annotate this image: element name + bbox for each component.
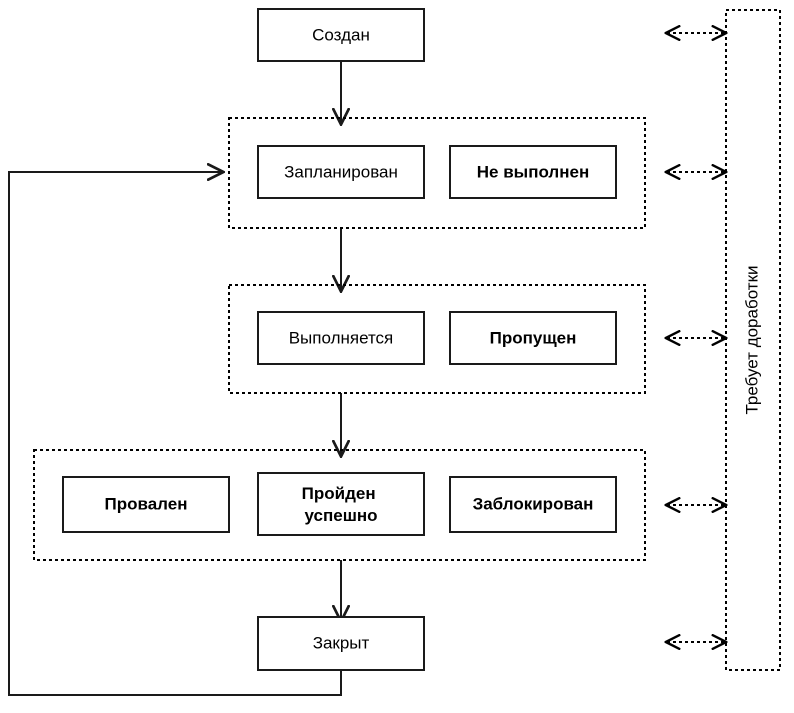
state-label-not-executed: Не выполнен	[477, 162, 589, 181]
group-box-planned	[228, 117, 646, 229]
group-box-result	[33, 449, 646, 561]
state-box-planned[interactable]	[257, 145, 425, 199]
state-label-blocked: Заблокирован	[473, 494, 594, 513]
state-label-passed-line2: успешно	[304, 506, 377, 525]
state-label-passed: Пройден успешно	[302, 484, 381, 525]
side-panel-label: Требует доработки	[742, 265, 761, 414]
state-label-created: Создан	[312, 25, 370, 44]
state-label-closed: Закрыт	[313, 633, 370, 652]
group-box-running	[228, 284, 646, 394]
state-box-in-progress[interactable]	[257, 311, 425, 365]
state-box-blocked[interactable]	[449, 476, 617, 533]
feedback-loop-arrow	[8, 172, 342, 696]
state-box-not-executed[interactable]	[449, 145, 617, 199]
state-label-in-progress: Выполняется	[289, 328, 394, 347]
state-box-closed[interactable]	[257, 616, 425, 671]
state-label-failed: Провален	[105, 494, 188, 513]
state-label-skipped: Пропущен	[490, 328, 577, 347]
state-box-failed[interactable]	[62, 476, 230, 533]
state-label-planned: Запланирован	[284, 162, 398, 181]
state-label-passed-line1: Пройден	[302, 484, 376, 503]
state-box-skipped[interactable]	[449, 311, 617, 365]
state-box-created[interactable]	[257, 8, 425, 62]
state-box-passed[interactable]	[257, 472, 425, 536]
